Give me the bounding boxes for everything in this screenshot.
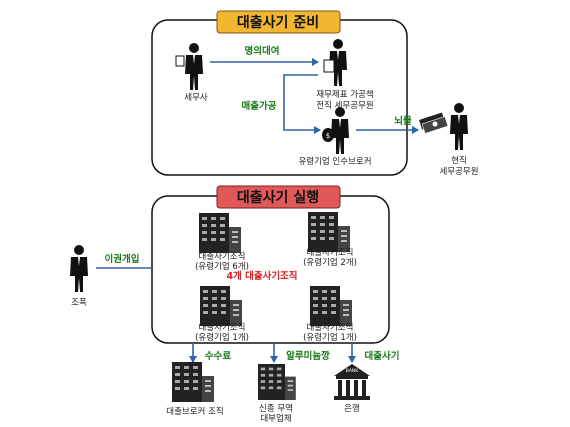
loan-fraud-label: 대출사기: [365, 350, 400, 362]
tax-agent-person-icon: [175, 43, 203, 90]
fee-label: 수수료: [205, 351, 231, 362]
org-count-label: 4개 대출사기조직: [226, 270, 297, 282]
exec-box: [151, 195, 390, 344]
bribe-label: 뇌물: [394, 115, 412, 127]
docs-forger-person-icon: [323, 39, 347, 86]
org-3-building-icon: [200, 286, 242, 326]
org-1-label: 대출사기조직: [199, 251, 246, 262]
gang-label: 조폭: [71, 298, 87, 308]
bank-label: 은행: [344, 403, 360, 414]
org-2-label: 대출사기조직: [307, 247, 354, 258]
trade-lender-label-1: 신종 무역: [259, 403, 293, 414]
broker-label: 유령기업 인수브로커: [298, 156, 371, 167]
org-1-building-icon: [199, 213, 241, 253]
org-4-sub: (유령기업 1개): [303, 332, 357, 343]
svg-text:$: $: [326, 132, 330, 140]
org-3-sub: (유령기업 1개): [195, 332, 249, 343]
org-1-sub: (유령기업 6개): [195, 261, 249, 272]
org-4-building-icon: [310, 286, 352, 326]
broker-person-icon: $: [322, 107, 349, 154]
broker-org-label: 대출브로커 조직: [166, 406, 223, 417]
fake-sales-label: 매출가공: [242, 100, 277, 112]
lend-name-label: 명의대여: [245, 45, 280, 57]
tax-agent-label: 세무사: [184, 93, 208, 103]
intervene-label: 이권개입: [105, 253, 140, 265]
mediate-label: 알루미늄깡: [286, 350, 330, 362]
org-4-label: 대출사기조직: [307, 322, 354, 333]
exec-title-badge: [216, 185, 341, 209]
org-3-label: 대출사기조직: [199, 322, 246, 333]
org-2-sub: (유령기업 2개): [303, 257, 357, 268]
org-2-building-icon: [308, 212, 350, 252]
broker-org-building-icon: [172, 362, 214, 402]
prep-title-badge: [216, 10, 341, 34]
trade-lender-label-2: 대부업체: [260, 413, 291, 424]
docs-forger-label-1: 재무제표 가공책: [316, 89, 373, 100]
prep-title: 대출사기 준비: [237, 14, 319, 31]
gang-person-icon: [70, 245, 88, 292]
fake-sales-arrow: [283, 74, 321, 134]
tax-official-person-icon: [450, 103, 468, 150]
cash-stack-icon: [419, 112, 449, 134]
bank-icon: [334, 364, 370, 400]
tax-official-label-2: 세무공무원: [439, 167, 478, 177]
docs-forger-label-2: 전직 세무공무원: [316, 100, 373, 111]
tax-official-label-1: 현직: [451, 155, 467, 166]
bank-sign: BANK: [346, 368, 360, 374]
trade-lender-building-icon: [258, 364, 296, 400]
exec-title: 대출사기 실행: [237, 189, 319, 206]
